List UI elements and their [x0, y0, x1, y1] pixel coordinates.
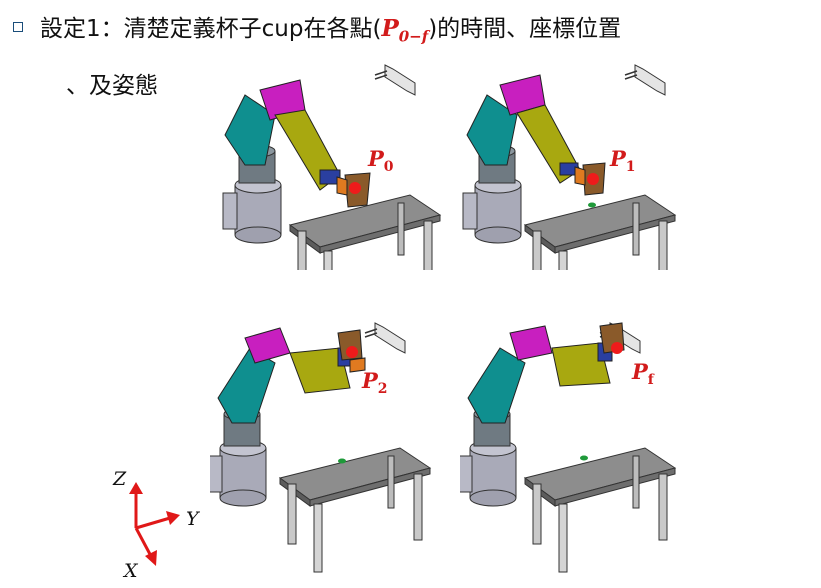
point-label-p1-subscript: 1: [625, 159, 636, 176]
point-label-p1-symbol: P: [610, 146, 626, 171]
heading-variable: P0−f: [381, 15, 428, 46]
scene-p2: [210, 322, 431, 573]
axis-label-y: Y: [186, 508, 199, 530]
bullet-square-icon: [13, 22, 23, 32]
point-label-pf-symbol: P: [632, 359, 648, 384]
scene-p1: [462, 64, 676, 270]
heading-prefix: 設定1：清楚定義杯子cup在各點(: [40, 16, 382, 42]
axis-label-z: Z: [113, 468, 127, 490]
scene-pf: [460, 322, 676, 573]
point-label-p2-subscript: 2: [377, 381, 388, 398]
heading-suffix: )的時間、座標位置: [428, 16, 622, 42]
coordinate-axes: [129, 482, 180, 566]
heading-var-subscript: 0−f: [398, 27, 429, 46]
heading-line-1: 設定1：清楚定義杯子cup在各點(P0−f)的時間、座標位置: [40, 14, 621, 52]
scene-p0: [222, 64, 441, 270]
point-label-p0: P0: [368, 146, 394, 175]
point-label-p0-symbol: P: [368, 146, 384, 171]
point-label-p2-symbol: P: [362, 368, 378, 393]
heading-var-symbol: P: [381, 15, 399, 42]
point-label-p0-subscript: 0: [383, 159, 394, 176]
heading-line-2: 、及姿態: [66, 73, 158, 99]
point-label-pf: Pf: [632, 359, 654, 388]
point-label-p1: P1: [610, 146, 636, 175]
point-label-p2: P2: [362, 368, 388, 397]
axis-label-x: X: [124, 560, 138, 582]
point-label-pf-subscript: f: [647, 372, 654, 389]
